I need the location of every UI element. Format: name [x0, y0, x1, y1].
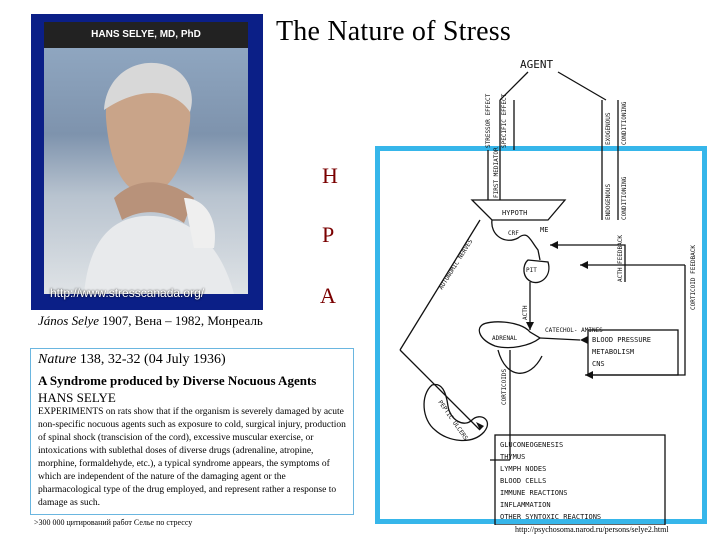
outcome-item: IMMUNE REACTIONS: [500, 489, 567, 497]
citation-box: [30, 348, 354, 515]
label-metabolism: METABOLISM: [592, 348, 634, 356]
diagram-frame: [375, 146, 707, 524]
stress-diagram: AGENT STRESSOR EFFECT SPECIFIC EFFECT EX…: [399, 58, 697, 525]
label-me: ME: [540, 226, 548, 234]
label-exogenous: EXOGENOUS: [605, 112, 612, 145]
label-peptic-ulcers: PEPTIC ULCERS: [436, 399, 469, 442]
caption-name: János Selye: [38, 313, 100, 328]
label-first-mediator: FIRST MEDIATOR: [493, 147, 500, 198]
label-corticoids: CORTICOIDS: [501, 368, 508, 405]
citation-volume: 138, 32-32 (04 July 1936): [76, 352, 226, 367]
label-crf: CRF: [508, 230, 519, 237]
photo-banner: HANS SELYE, MD, PhD: [44, 22, 248, 48]
citation-author: HANS SELYE: [38, 390, 116, 405]
label-stressor-effect: STRESSOR EFFECT: [485, 93, 492, 148]
source-url[interactable]: http://psychosoma.narod.ru/persons/selye…: [515, 525, 669, 534]
label-hypoth: HYPOTH: [502, 209, 527, 217]
outcome-item: OTHER SYNTOXIC REACTIONS: [500, 513, 601, 521]
label-blood-pressure: BLOOD PRESSURE: [592, 336, 651, 344]
outcome-item: BLOOD CELLS: [500, 477, 546, 485]
caption-dates: 1907, Вена – 1982, Монреаль: [99, 313, 263, 328]
photo-url[interactable]: http://www.stresscanada.org/: [50, 286, 205, 300]
label-pit: PIT: [526, 267, 537, 274]
outcome-item: INFLAMMATION: [500, 501, 551, 509]
outcome-item: GLUCONEOGENESIS: [500, 441, 563, 449]
page-title: The Nature of Stress: [276, 16, 511, 47]
label-corticoid-feedback: CORTICOID FEEDBACK: [690, 245, 697, 310]
label-acth-feedback: ACTH FEEDBACK: [617, 235, 624, 282]
citation-reference: Nature 138, 32-32 (04 July 1936): [38, 352, 226, 368]
label-catecholamines: CATECHOL- AMINES: [545, 327, 603, 334]
label-autonomic-nerves: AUTONOMIC NERVES: [438, 238, 475, 291]
label-conditioning-top: CONDITIONING: [621, 101, 628, 145]
outcome-item: LYMPH NODES: [500, 465, 546, 473]
citation-journal: Nature: [38, 352, 77, 367]
label-cns: CNS: [592, 360, 605, 368]
citation-title: A Syndrome produced by Diverse Nocuous A…: [38, 373, 317, 388]
outcome-item: THYMUS: [500, 453, 525, 461]
label-conditioning: CONDITIONING: [621, 176, 628, 220]
label-acth: ACTH: [522, 305, 529, 320]
citation-count-note: >300 000 цитирований работ Селье по стре…: [34, 518, 193, 527]
label-endogenous: ENDOGENOUS: [605, 183, 612, 220]
hpa-letter-a: A: [320, 283, 336, 308]
photo-caption: János Selye 1907, Вена – 1982, Монреаль: [38, 313, 263, 329]
citation-body: EXPERIMENTS on rats show that if the org…: [38, 407, 346, 508]
portrait-photo: [44, 48, 248, 294]
label-adrenal: ADRENAL: [492, 335, 518, 342]
label-agent: AGENT: [520, 58, 553, 71]
hpa-letter-h: H: [322, 163, 338, 188]
hpa-letter-p: P: [322, 222, 335, 247]
label-specific-effect: SPECIFIC EFFECT: [501, 93, 508, 148]
